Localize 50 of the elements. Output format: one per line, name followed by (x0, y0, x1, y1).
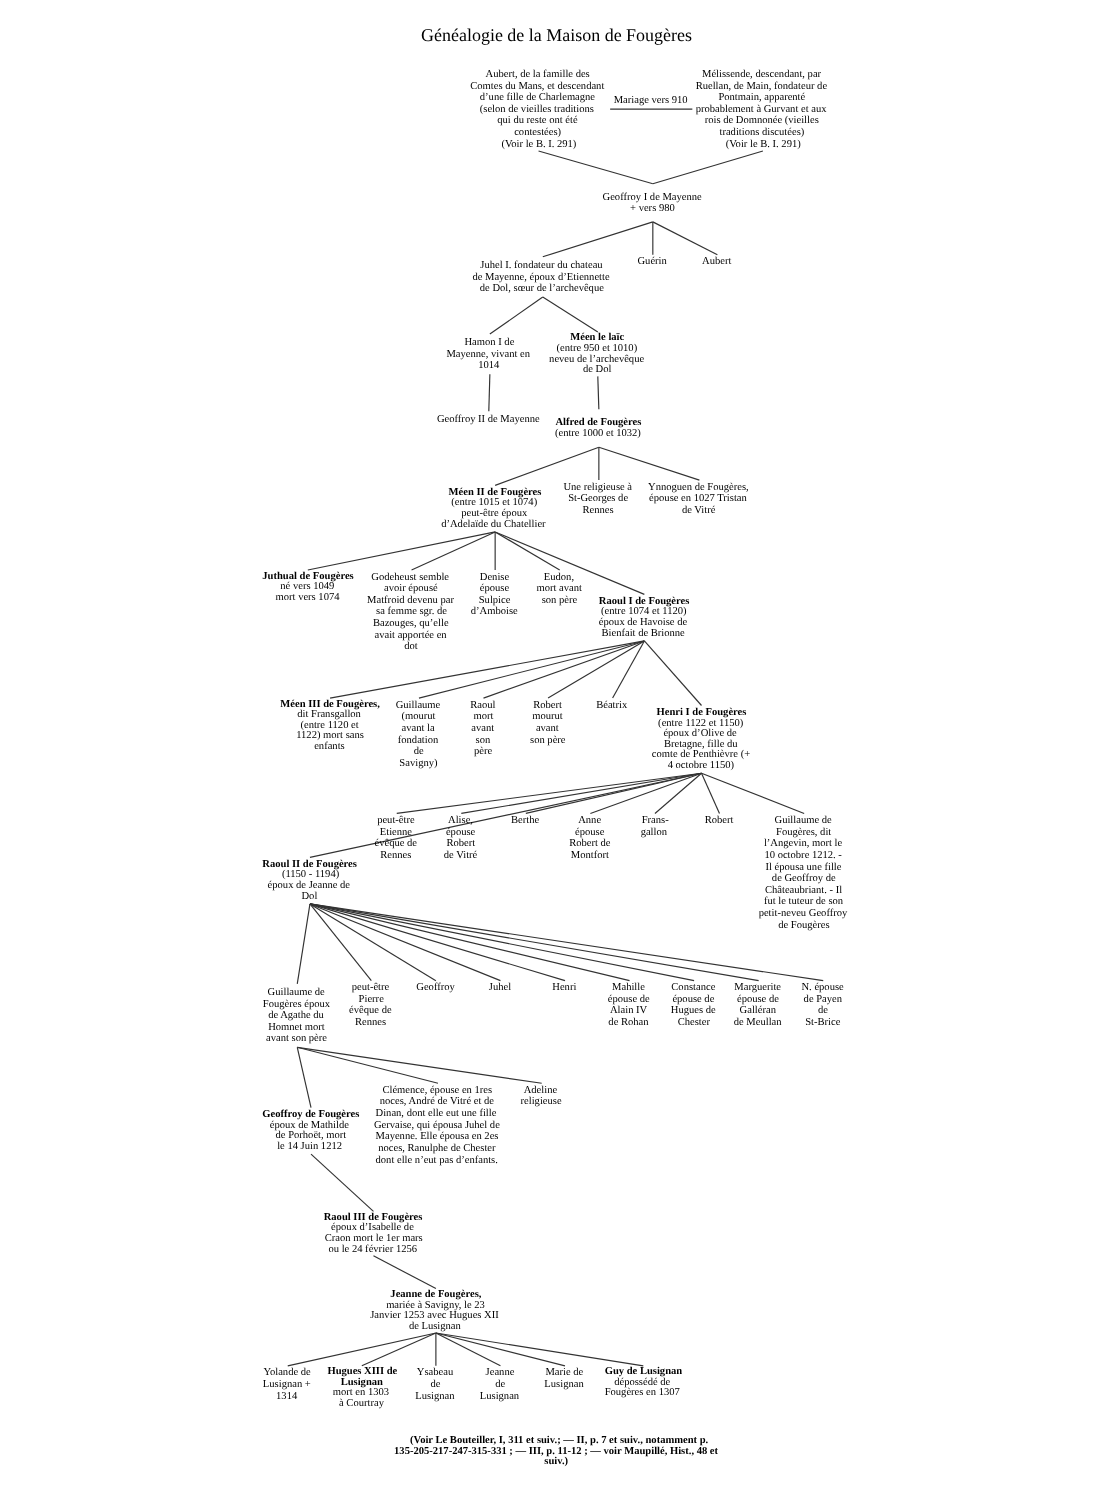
connector (435, 1332, 501, 1367)
connector (296, 903, 311, 985)
connector (537, 150, 654, 185)
connector (287, 1332, 437, 1367)
connector (309, 903, 501, 982)
connector (372, 1255, 437, 1290)
connector (309, 903, 437, 982)
connector (296, 1046, 312, 1109)
connector (309, 903, 566, 982)
connector (435, 1332, 566, 1367)
connector (494, 531, 496, 571)
connector (307, 531, 496, 571)
connector (309, 903, 372, 982)
connector (598, 446, 700, 481)
connector (700, 772, 805, 815)
connector (609, 108, 693, 110)
connector (435, 1332, 644, 1367)
connector (329, 640, 645, 699)
connector (652, 221, 654, 256)
connector (435, 1332, 437, 1367)
connector (597, 375, 600, 410)
connector (525, 772, 703, 815)
connector (547, 640, 645, 699)
connector (542, 296, 599, 333)
connector (598, 446, 600, 481)
connector (488, 373, 491, 412)
connector (309, 903, 631, 982)
connector (494, 446, 600, 486)
connector (482, 640, 645, 699)
connector (309, 772, 703, 858)
connector (494, 531, 561, 571)
connector (489, 296, 544, 335)
connector (652, 150, 764, 185)
diagram-title: Généalogie de la Maison de Fougères (421, 24, 693, 45)
connector (542, 221, 654, 258)
connector (654, 772, 703, 815)
connector (612, 640, 645, 699)
connector (589, 772, 703, 815)
connector (410, 531, 496, 571)
connector (296, 1046, 543, 1084)
connector (643, 640, 703, 707)
connector (494, 531, 645, 595)
connector (296, 1046, 439, 1084)
connector (310, 1153, 375, 1212)
connector (361, 1332, 437, 1367)
connector (396, 772, 703, 815)
connector (652, 221, 718, 256)
connector (700, 772, 721, 815)
connector (460, 772, 703, 815)
connector (418, 640, 645, 699)
